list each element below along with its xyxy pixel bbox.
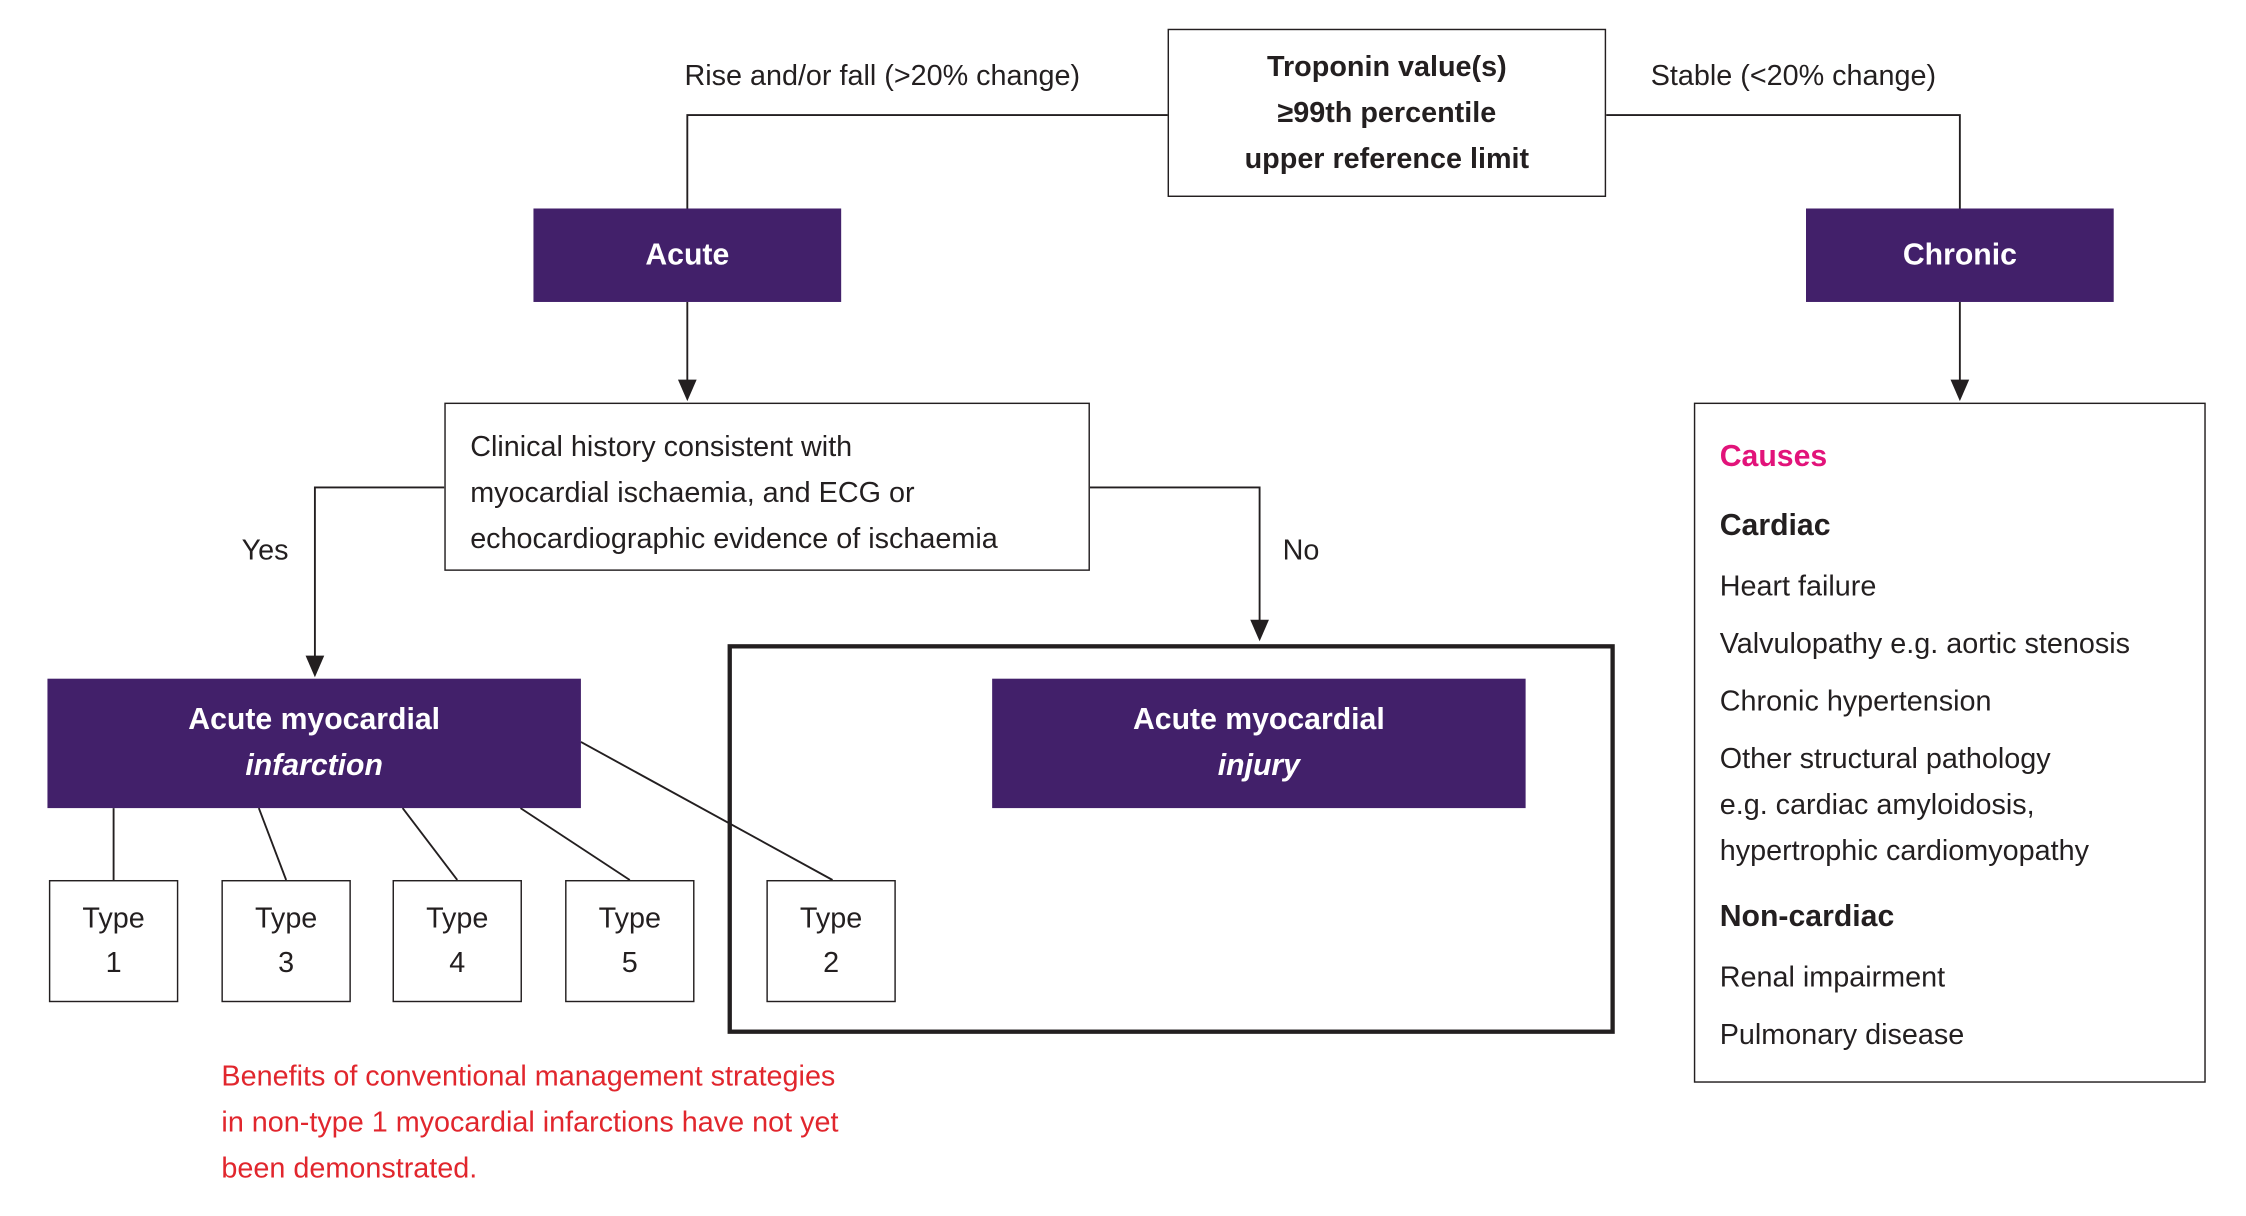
edge-label-rise-fall: Rise and/or fall (>20% change) xyxy=(684,60,1081,93)
footnote-line-2: in non-type 1 myocardial infarctions hav… xyxy=(221,1107,839,1139)
causes-title: Causes xyxy=(1719,439,1828,474)
connector-no-to-injury xyxy=(1089,486,1261,622)
cause-item: Pulmonary disease xyxy=(1719,1019,1965,1052)
type-3-node: Type 3 xyxy=(221,879,351,1003)
cause-item: e.g. cardiac amyloidosis, xyxy=(1719,789,2035,822)
clinical-line-1: Clinical history consistent with xyxy=(470,431,853,464)
type-word: Type xyxy=(426,902,489,934)
type-5-node: Type 5 xyxy=(565,879,695,1003)
connector-yes-to-infarction xyxy=(313,486,445,658)
footnote: Benefits of conventional management stra… xyxy=(221,1054,838,1192)
cause-item: hypertrophic cardiomyopathy xyxy=(1719,835,2089,868)
troponin-line-3: upper reference limit xyxy=(1244,143,1530,175)
cause-item: Chronic hypertension xyxy=(1719,685,1992,718)
infarction-line-2: infarction xyxy=(245,749,383,783)
cause-item: Renal impairment xyxy=(1719,961,1946,994)
type-number: 2 xyxy=(823,946,840,979)
type-number: 3 xyxy=(278,946,295,979)
edge-label-stable: Stable (<20% change) xyxy=(1650,60,1937,93)
clinical-history-node: Clinical history consistent with myocard… xyxy=(444,402,1090,571)
arrowhead-injury xyxy=(1250,619,1269,642)
type-number: 5 xyxy=(621,946,638,979)
chronic-label: Chronic xyxy=(1902,237,2017,272)
edge-label-no: No xyxy=(1282,534,1320,567)
chronic-node: Chronic xyxy=(1806,208,2114,302)
type-word: Type xyxy=(82,902,145,934)
cause-item: Valvulopathy e.g. aortic stenosis xyxy=(1719,628,2131,660)
injury-line-2: injury xyxy=(1217,749,1300,783)
acute-node: Acute xyxy=(533,208,842,302)
injury-group-frame xyxy=(727,644,1615,1034)
cause-item: Other structural pathology xyxy=(1719,743,2051,776)
troponin-line-1: Troponin value(s) xyxy=(1267,51,1507,83)
footnote-line-1: Benefits of conventional management stra… xyxy=(221,1061,836,1093)
arrowhead-causes xyxy=(1950,379,1970,402)
cardiac-heading: Cardiac xyxy=(1719,509,1831,543)
clinical-line-3: echocardiographic evidence of ischaemia xyxy=(470,523,998,556)
troponin-node: Troponin value(s) ≥99th percentile upper… xyxy=(1167,28,1607,197)
injury-node: Acute myocardial injury xyxy=(992,678,1526,809)
connector-type-3 xyxy=(257,807,288,881)
clinical-line-2: myocardial ischaemia, and ECG or xyxy=(470,477,915,510)
connector-type-2 xyxy=(580,741,833,881)
type-word: Type xyxy=(799,902,863,934)
type-word: Type xyxy=(598,902,661,934)
edge-label-yes: Yes xyxy=(241,534,289,567)
acute-label: Acute xyxy=(645,237,730,272)
footnote-line-3: been demonstrated. xyxy=(221,1153,478,1185)
arrowhead-clinical xyxy=(677,379,697,402)
cause-item: Heart failure xyxy=(1719,570,1877,603)
infarction-node: Acute myocardial infarction xyxy=(47,678,581,809)
type-1-node: Type 1 xyxy=(48,879,179,1003)
type-4-node: Type 4 xyxy=(392,879,522,1003)
type-number: 4 xyxy=(449,946,466,979)
connector-type-5 xyxy=(520,807,631,881)
connector-troponin-to-chronic xyxy=(1606,114,1961,209)
infarction-line-1: Acute myocardial xyxy=(188,703,441,737)
troponin-line-2: ≥99th percentile xyxy=(1277,97,1497,129)
type-word: Type xyxy=(254,902,318,934)
injury-line-1: Acute myocardial xyxy=(1132,703,1385,737)
connector-type-4 xyxy=(401,807,458,881)
type-2-node: Type 2 xyxy=(766,879,896,1003)
causes-panel: Causes Cardiac Heart failure Valvulopath… xyxy=(1693,402,2206,1083)
type-number: 1 xyxy=(105,946,122,979)
noncardiac-heading: Non-cardiac xyxy=(1719,900,1895,934)
connector-troponin-to-acute xyxy=(686,114,1168,209)
arrowhead-infarction xyxy=(305,655,325,678)
